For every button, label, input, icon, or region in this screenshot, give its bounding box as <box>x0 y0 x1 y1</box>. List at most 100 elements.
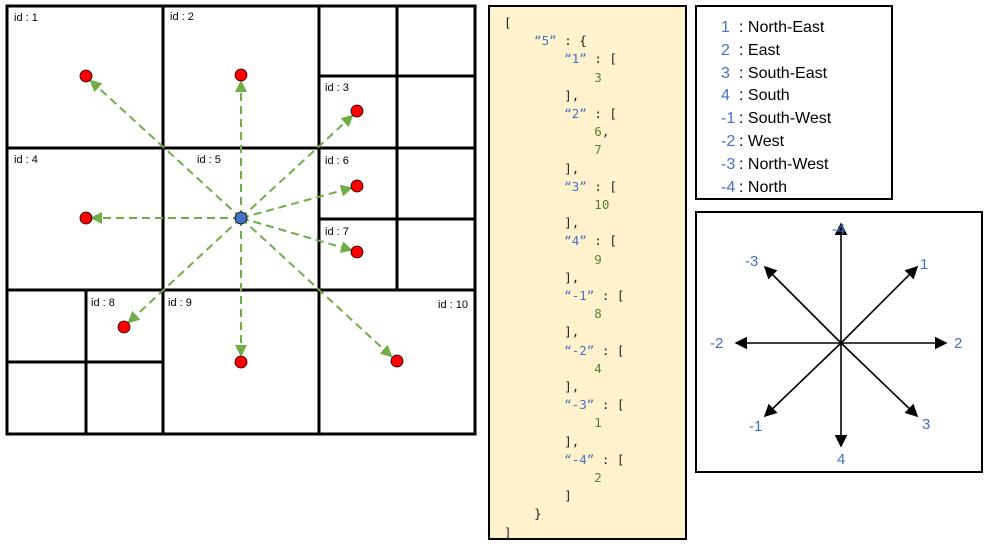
cell-label: id : 7 <box>325 226 349 238</box>
json-punct: : [ <box>586 51 617 67</box>
json-punct: : [ <box>586 178 617 194</box>
neighbor-node <box>350 179 364 193</box>
json-line: ], <box>504 215 579 230</box>
json-token: ], <box>504 324 580 340</box>
cell-label: id : 2 <box>170 11 194 23</box>
cell-label: id : 9 <box>168 297 192 309</box>
json-line: ], <box>504 270 579 285</box>
json-token: 8 <box>504 306 602 322</box>
json-line: “-2” : [ <box>504 343 624 358</box>
neighbor-arrows <box>89 79 393 358</box>
json-line: ], <box>504 88 579 103</box>
json-line: 9 <box>504 252 602 267</box>
json-token: 6 <box>504 124 602 140</box>
cell-label: id : 10 <box>438 299 468 311</box>
json-punct: : [ <box>594 342 625 358</box>
json-line: 2 <box>504 470 602 485</box>
json-punct: : [ <box>586 106 617 121</box>
legend-code: 3 <box>721 64 730 82</box>
legend-item: 3: South-East <box>721 63 891 86</box>
legend-item: 1 : North-East <box>721 17 891 40</box>
cell-label: id : 1 <box>14 12 38 24</box>
json-line: ], <box>504 324 579 339</box>
json-punct: : [ <box>594 288 625 303</box>
json-token: “1” <box>504 51 587 67</box>
json-token: “5” <box>504 33 557 49</box>
neighbor-node <box>234 68 248 82</box>
json-token: “2” <box>504 106 587 121</box>
legend-direction: : North <box>739 178 788 196</box>
json-line: “-4” : [ <box>504 452 624 467</box>
json-token: 7 <box>504 142 602 158</box>
neighbor-node <box>350 104 364 118</box>
json-line: 6, <box>504 124 609 139</box>
json-line: “3” : [ <box>504 179 617 194</box>
cell-label: id : 3 <box>325 82 349 94</box>
json-token: 2 <box>504 470 602 485</box>
legend-code: 2 <box>721 41 730 59</box>
json-line: 8 <box>504 306 602 321</box>
json-line: “-3” : [ <box>504 397 624 412</box>
neighbor-node <box>350 245 364 259</box>
legend-item: -1: South-West <box>721 108 891 131</box>
arrow <box>240 217 393 358</box>
legend-code: -3 <box>721 155 736 173</box>
json-line: “2” : [ <box>504 106 617 121</box>
json-line: “4” : [ <box>504 233 617 248</box>
json-line: “5” : { <box>504 33 587 48</box>
json-token: “-3” <box>504 397 595 413</box>
grid-lines <box>5 4 477 436</box>
neighbor-node <box>390 354 404 368</box>
json-token: ], <box>504 215 580 231</box>
json-token: “-1” <box>504 288 595 303</box>
json-line: [ <box>504 15 512 30</box>
legend-direction: : West <box>739 132 785 150</box>
json-token: 3 <box>504 69 602 85</box>
json-line: “1” : [ <box>504 51 617 66</box>
json-line: 4 <box>504 361 602 376</box>
cell-label: id : 6 <box>325 155 349 167</box>
json-punct: : [ <box>594 397 625 413</box>
legend-code: 1 <box>721 19 730 36</box>
json-punct: : [ <box>586 233 617 249</box>
json-token: “-4” <box>504 451 595 467</box>
json-token: “3” <box>504 178 587 194</box>
legend-direction: : South-West <box>739 110 832 128</box>
json-token: 1 <box>504 415 602 431</box>
json-token: ] <box>504 488 572 504</box>
legend-code: -2 <box>721 132 736 150</box>
legend-item: 4: South <box>721 85 891 108</box>
legend-direction: : East <box>739 41 780 59</box>
json-token: ], <box>504 87 580 103</box>
legend-item: 2 : East <box>721 40 891 63</box>
json-line: 1 <box>504 415 602 430</box>
cell-label: id : 8 <box>91 297 115 309</box>
json-token: ], <box>504 160 580 176</box>
legend-code: -4 <box>721 178 736 196</box>
json-line: ], <box>504 434 579 449</box>
arrow <box>89 79 242 219</box>
neighbor-node <box>79 211 93 225</box>
json-token: } <box>504 506 542 522</box>
legend-direction: : North-West <box>739 155 829 173</box>
legend-direction: : North-East <box>739 19 825 36</box>
json-punct: : [ <box>594 451 625 467</box>
json-panel: [ “5” : { “1” : [ 3 ], “2” : [ 6, 7 ], “… <box>488 5 687 540</box>
json-line: ] <box>504 488 572 503</box>
json-token: ], <box>504 269 580 285</box>
json-punct: : { <box>556 33 587 49</box>
json-token: 9 <box>504 251 602 267</box>
arrow <box>240 217 353 253</box>
neighbor-node <box>234 355 248 369</box>
cell-label: id : 5 <box>197 154 221 166</box>
neighbor-node <box>117 320 131 334</box>
legend-code: 4 <box>721 87 730 105</box>
json-line: 10 <box>504 197 609 212</box>
json-line: “-1” : [ <box>504 288 624 303</box>
json-token: ] <box>504 524 512 540</box>
neighbor-node <box>79 69 93 83</box>
compass-diagram <box>695 211 983 473</box>
json-token: 10 <box>504 197 610 212</box>
json-token: “-2” <box>504 342 595 358</box>
